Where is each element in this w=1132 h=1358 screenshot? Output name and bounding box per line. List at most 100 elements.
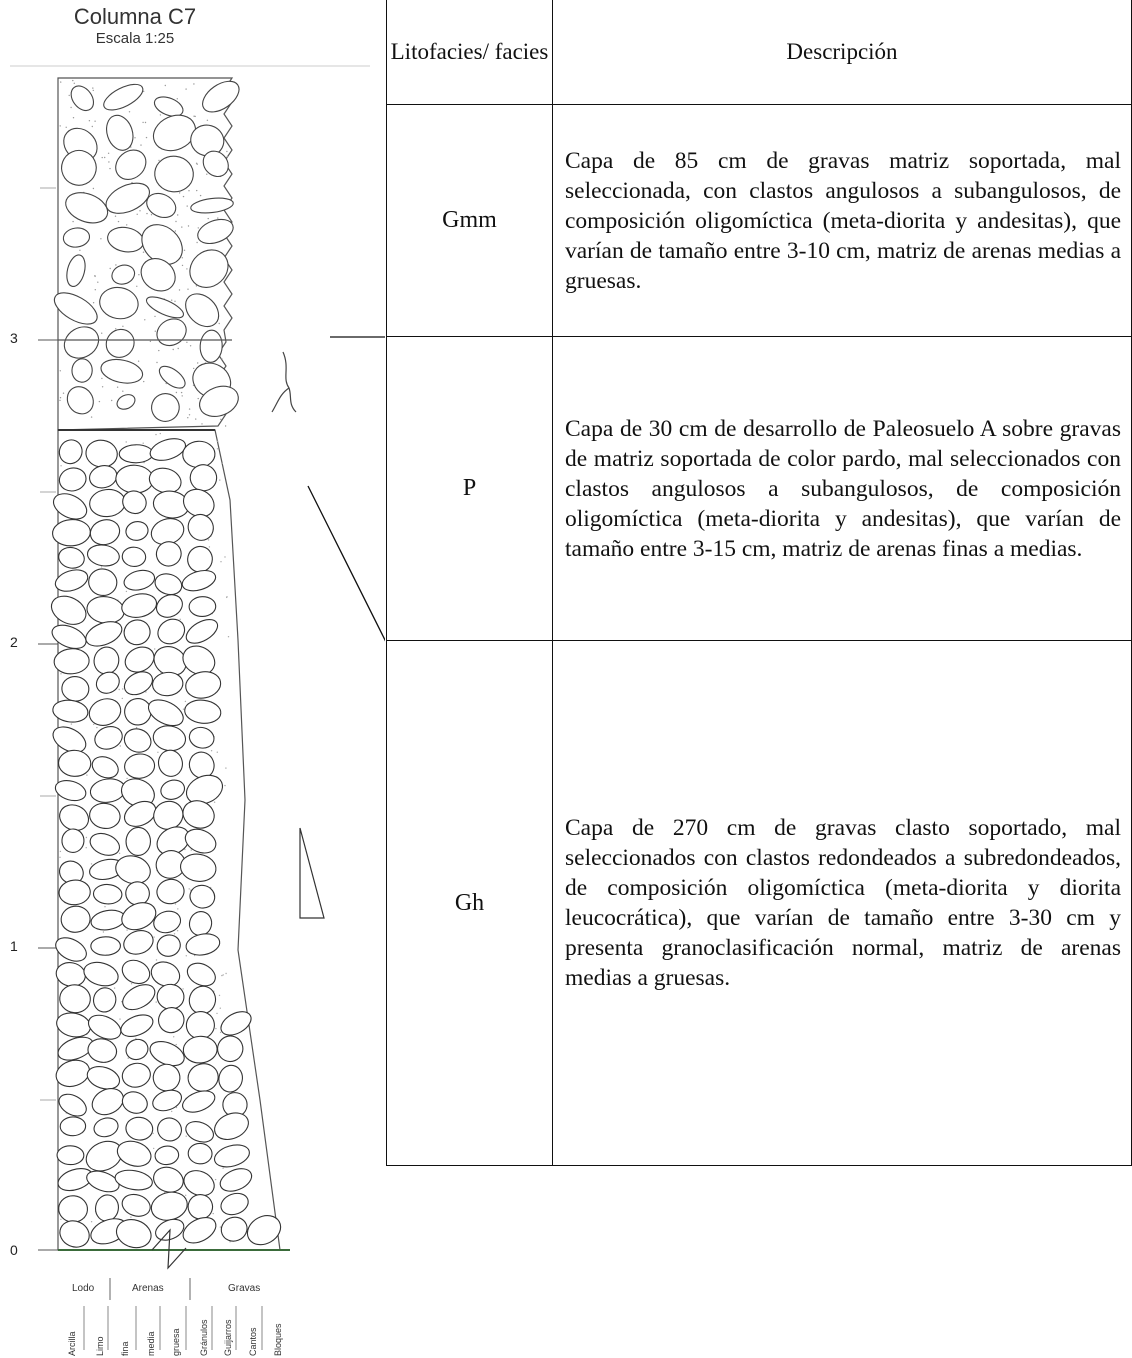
matrix-dot	[72, 80, 73, 81]
matrix-dot	[228, 636, 229, 637]
matrix-dot	[60, 397, 61, 398]
matrix-dot	[183, 709, 184, 710]
grain-class-arcilla: Arcilla	[67, 1331, 77, 1356]
matrix-dot	[206, 174, 207, 175]
matrix-dot	[217, 441, 218, 442]
matrix-dot	[102, 157, 103, 158]
matrix-dot	[143, 443, 144, 444]
matrix-dot	[131, 983, 132, 984]
matrix-dot	[156, 959, 157, 960]
matrix-dot	[108, 161, 109, 162]
matrix-dot	[171, 300, 172, 301]
matrix-dot	[142, 122, 143, 123]
header-descripcion: Descripción	[553, 0, 1132, 105]
matrix-dot	[222, 1168, 223, 1169]
matrix-dot	[134, 137, 135, 138]
matrix-dot	[189, 888, 190, 889]
matrix-dot	[101, 566, 102, 567]
matrix-dot	[59, 400, 60, 401]
gh-clast	[126, 827, 151, 856]
matrix-dot	[143, 381, 144, 382]
y-tick-2: 2	[10, 634, 18, 650]
matrix-dot	[79, 250, 80, 251]
matrix-dot	[174, 933, 175, 934]
matrix-dot	[59, 857, 60, 858]
matrix-dot	[197, 362, 198, 363]
matrix-dot	[214, 802, 215, 803]
matrix-dot	[139, 210, 140, 211]
matrix-dot	[122, 326, 123, 327]
matrix-dot	[129, 111, 130, 112]
matrix-dot	[95, 289, 96, 290]
grain-class-media: media	[146, 1331, 156, 1356]
table-row-gmm: Gmm Capa de 85 cm de gravas matriz sopor…	[387, 105, 1132, 337]
matrix-dot	[154, 648, 155, 649]
gh-clast	[188, 1143, 213, 1165]
matrix-dot	[146, 137, 147, 138]
grain-class-guijarros: Guijarros	[223, 1319, 233, 1356]
matrix-dot	[180, 619, 181, 620]
root-trace-icon	[272, 352, 296, 412]
matrix-dot	[182, 257, 183, 258]
matrix-dot	[219, 995, 220, 996]
matrix-dot	[120, 745, 121, 746]
matrix-dot	[108, 153, 109, 154]
matrix-dot	[177, 214, 178, 215]
matrix-dot	[171, 1111, 172, 1112]
matrix-dot	[63, 393, 64, 394]
matrix-dot	[70, 107, 71, 108]
table-row-p: P Capa de 30 cm de desarrollo de Paleosu…	[387, 337, 1132, 641]
matrix-dot	[220, 1226, 221, 1227]
matrix-dot	[223, 974, 224, 975]
matrix-dot	[225, 425, 226, 426]
matrix-dot	[184, 250, 185, 251]
matrix-dot	[175, 221, 176, 222]
matrix-dot	[221, 463, 222, 464]
normal-grading-wedge-icon	[300, 828, 324, 918]
matrix-dot	[158, 160, 159, 161]
matrix-dot	[185, 88, 186, 89]
grain-class-limo: Limo	[95, 1336, 105, 1356]
matrix-dot	[208, 539, 209, 540]
matrix-dot	[60, 370, 61, 371]
matrix-dot	[60, 1219, 61, 1220]
matrix-dot	[186, 1136, 187, 1137]
matrix-dot	[137, 214, 138, 215]
matrix-dot	[72, 221, 73, 222]
matrix-dot	[60, 81, 61, 82]
matrix-dot	[152, 1133, 153, 1134]
matrix-dot	[109, 168, 110, 169]
matrix-dot	[201, 423, 202, 424]
matrix-dot	[157, 752, 158, 753]
matrix-dot	[215, 1028, 216, 1029]
matrix-dot	[122, 688, 123, 689]
facies-desc-p: Capa de 30 cm de desarrollo de Paleosuel…	[553, 337, 1132, 641]
gh-clast	[189, 596, 216, 617]
matrix-dot	[126, 778, 127, 779]
matrix-dot	[185, 1195, 186, 1196]
matrix-dot	[190, 345, 191, 346]
matrix-dot	[186, 268, 187, 269]
matrix-dot	[92, 87, 93, 88]
matrix-dot	[154, 316, 155, 317]
grain-group-gravas: Gravas	[228, 1283, 260, 1294]
matrix-dot	[196, 242, 197, 243]
facies-desc-gmm: Capa de 85 cm de gravas matriz soportada…	[553, 105, 1132, 337]
grain-class-bloques: Bloques	[273, 1323, 283, 1356]
matrix-dot	[156, 362, 157, 363]
matrix-dot	[178, 348, 179, 349]
matrix-dot	[93, 188, 94, 189]
matrix-dot	[195, 418, 196, 419]
matrix-dot	[140, 144, 141, 145]
matrix-dot	[183, 196, 184, 197]
y-tick-3: 3	[10, 330, 18, 346]
matrix-dot	[177, 930, 178, 931]
matrix-dot	[187, 417, 188, 418]
matrix-dot	[115, 264, 116, 265]
matrix-dot	[173, 1036, 174, 1037]
matrix-dot	[110, 268, 111, 269]
matrix-dot	[195, 116, 196, 117]
matrix-dot	[215, 1179, 216, 1180]
grain-class-gruesa: gruesa	[171, 1328, 181, 1356]
matrix-dot	[146, 213, 147, 214]
